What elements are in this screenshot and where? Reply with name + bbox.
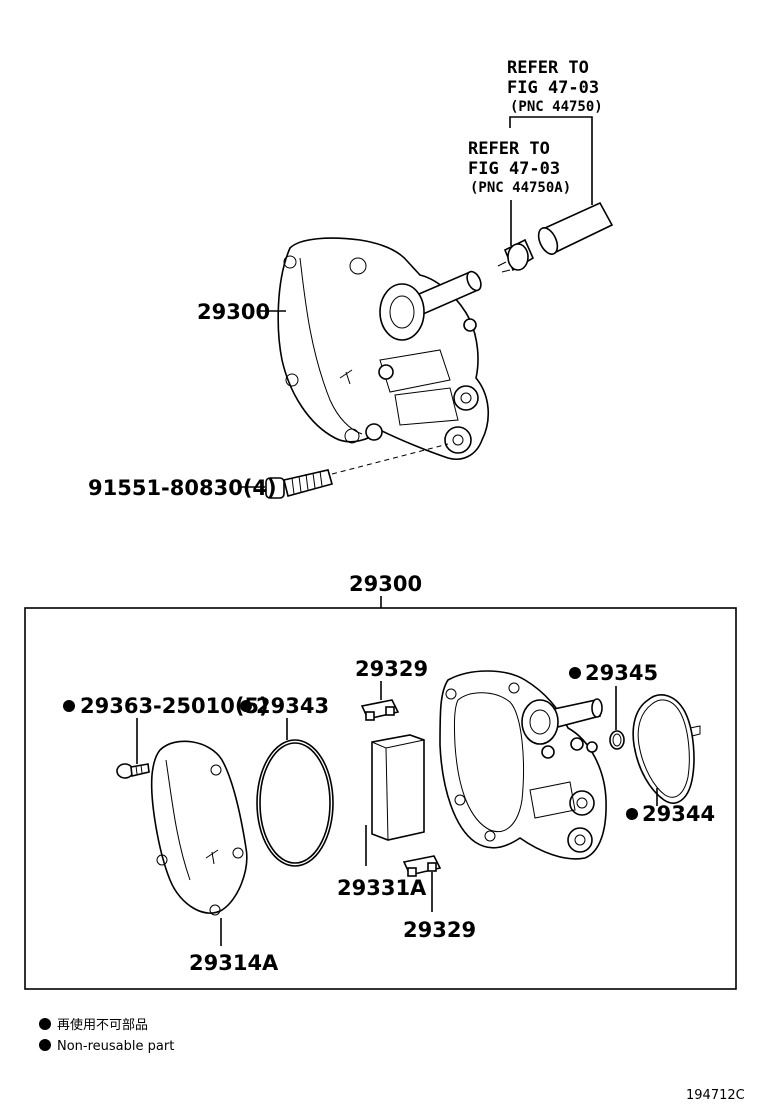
legend-dot-jp xyxy=(39,1018,51,1030)
gasket-label: 29344 xyxy=(642,802,715,826)
non-reusable-dot-gasket xyxy=(626,808,638,820)
legend-dot-en xyxy=(39,1039,51,1051)
non-reusable-dot-seal xyxy=(569,667,581,679)
vacuum-hose xyxy=(537,201,614,255)
legend-en: Non-reusable part xyxy=(57,1039,174,1054)
seal-label: 29345 xyxy=(585,661,658,685)
legend-jp: 再使用不可部品 xyxy=(57,1017,148,1033)
clip-top xyxy=(360,699,400,721)
assy-box-label: 29300 xyxy=(349,572,422,596)
non-reusable-dot-screw xyxy=(63,700,75,712)
non-reusable-dot-oring xyxy=(240,700,252,712)
housing-gasket xyxy=(632,694,701,804)
bolt-label: 91551-80830(4) xyxy=(88,476,277,500)
large-o-ring xyxy=(256,739,334,867)
hose-clamp xyxy=(497,238,535,273)
ref-outer-line3: (PNC 44750) xyxy=(510,99,603,115)
seal-ring xyxy=(609,730,625,750)
clip-bottom xyxy=(402,855,442,877)
vacuum-pump-assembly-top xyxy=(277,237,490,460)
reference-callouts: REFER TO FIG 47-03 (PNC 44750) REFER TO … xyxy=(468,58,603,246)
oring-large-label: 29343 xyxy=(256,694,329,718)
ref-inner-line3: (PNC 44750A) xyxy=(470,180,571,196)
ref-outer-leader xyxy=(509,116,593,205)
clip-top-label: 29329 xyxy=(355,657,428,681)
cover-screw xyxy=(116,763,150,779)
pump-cover xyxy=(150,740,248,916)
clip-bottom-label: 29329 xyxy=(403,918,476,942)
cover-label: 29314A xyxy=(189,951,279,975)
pump-housing xyxy=(439,670,607,860)
figure-id: 194712C xyxy=(686,1088,745,1103)
assy-top-label: 29300 xyxy=(197,300,270,324)
screw-label: 29363-25010(5) xyxy=(80,694,269,718)
flange-bolt xyxy=(265,443,449,499)
ref-outer-line2: FIG 47-03 xyxy=(507,78,599,98)
ref-inner-line2: FIG 47-03 xyxy=(468,159,560,179)
ref-inner-line1: REFER TO xyxy=(468,139,550,159)
ref-outer-line1: REFER TO xyxy=(507,58,589,78)
vane-label: 29331A xyxy=(337,876,427,900)
pump-vane xyxy=(371,734,425,841)
exploded-view-frame xyxy=(24,607,737,990)
